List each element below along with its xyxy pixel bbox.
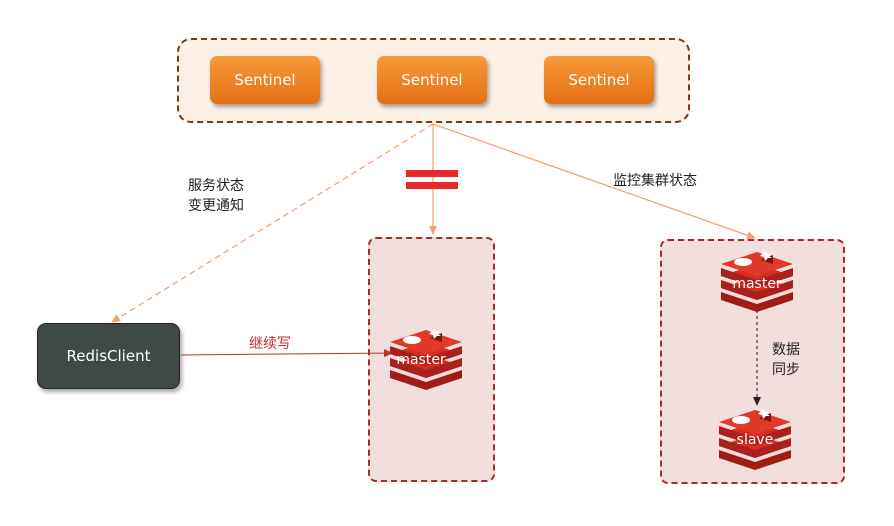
notify-arrow (111, 123, 434, 323)
sentinel-node-3[interactable]: Sentinel (544, 56, 654, 104)
redis-client[interactable]: RedisClient (37, 323, 180, 389)
slave-redis-icon[interactable]: slave (719, 409, 791, 470)
monitor-label: 监控集群状态 (613, 173, 697, 189)
sync-label: 数据 同步 (772, 340, 800, 380)
sentinel-node-1[interactable]: Sentinel (210, 56, 320, 104)
continue-write-arrow (180, 349, 393, 358)
right-master-redis-icon[interactable]: master (721, 251, 793, 312)
notify-label-line2: 变更通知 (188, 198, 244, 214)
sentinel-node-2[interactable]: Sentinel (377, 56, 487, 104)
continue-write-label: 继续写 (249, 336, 291, 352)
sync-label-line1: 数据 (772, 342, 800, 358)
monitor-arrow (432, 123, 756, 240)
notify-label: 服务状态 变更通知 (188, 176, 244, 216)
sync-label-line2: 同步 (772, 362, 800, 378)
new-master-redis-icon[interactable]: master (390, 329, 462, 390)
right-master-label: master (732, 276, 782, 292)
notify-label-line1: 服务状态 (188, 178, 244, 194)
new-master-label: master (396, 352, 446, 368)
equals-bar-top (406, 170, 458, 177)
equals-bar-bottom (406, 182, 458, 189)
slave-label: slave (737, 432, 774, 448)
